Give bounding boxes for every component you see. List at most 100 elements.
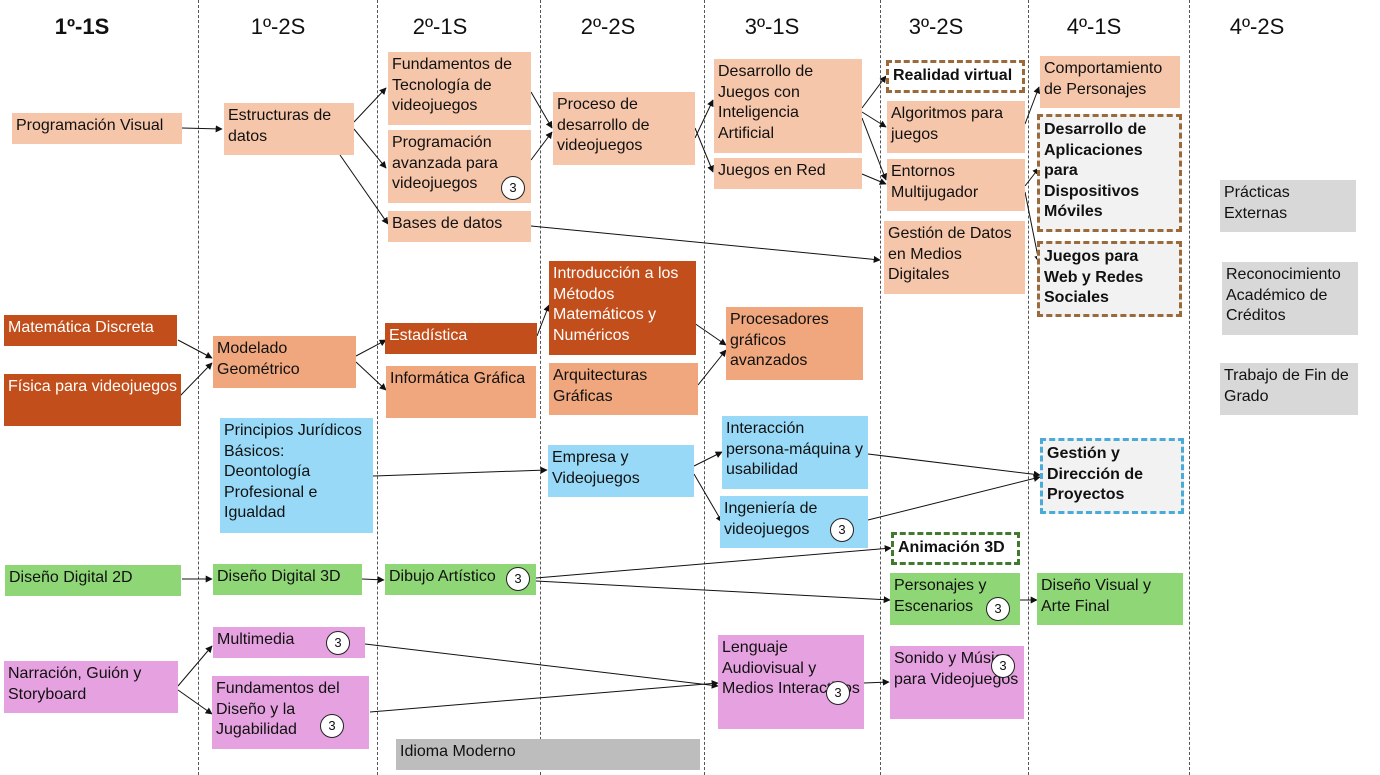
subject-realidad-virtual-elective: Realidad virtual [886,60,1025,93]
arrow [530,131,553,161]
column-header-1-1s: 1º-1S [54,14,110,39]
credit-badge: 3 [320,714,344,738]
subject-juegos-web-elective: Juegos para Web y Redes Sociales [1037,241,1182,317]
subject-label: Fundamentos del Diseño y la Jugabilidad [216,680,340,738]
arrow [179,362,213,397]
subject-animacion-3d-elective: Animación 3D [891,532,1020,565]
subject-estructuras-de-datos: Estructuras de datos [224,103,354,155]
subject-programacion-visual: Programación Visual [12,113,182,144]
credit-badge: 3 [991,654,1015,678]
credit-badge: 3 [986,597,1010,621]
subject-fisica-videojuegos: Física para videojuegos [4,374,181,426]
subject-bases-de-datos: Bases de datos [388,211,531,242]
subject-diseno-visual-arte-final: Diseño Visual y Arte Final [1037,573,1183,625]
column-header-2-1s: 2º-1S [412,14,468,39]
arrow [361,576,385,584]
arrow [1024,191,1042,263]
subject-comportamiento-personajes: Comportamiento de Personajes [1040,56,1180,108]
subject-gestion-datos-medios: Gestión de Datos en Medios Digitales [884,221,1025,294]
arrow [353,128,387,169]
subject-fundamentos-tecnologia: Fundamentos de Tecnología de videojuegos [388,52,531,125]
column-divider [704,0,705,775]
arrow [861,117,887,181]
arrow [863,678,890,686]
arrow [355,361,387,391]
arrow [355,339,387,357]
arrow [693,473,723,523]
arrow [1024,86,1041,125]
arrow [535,545,892,579]
credit-badge: 3 [506,567,530,591]
column-header-3-2s: 3º-2S [908,14,964,39]
subject-desarrollo-juegos-ia: Desarrollo de Juegos con Inteligencia Ar… [714,59,862,153]
arrow [372,466,548,477]
subject-juegos-en-red: Juegos en Red [714,158,862,189]
subject-idioma-moderno: Idioma Moderno [396,739,700,770]
arrow [693,451,723,467]
subject-estadistica: Estadística [385,323,537,354]
arrow [530,91,553,129]
arrow [369,680,719,713]
subject-procesadores-graficos: Procesadores gráficos avanzados [726,307,863,380]
column-header-1-2s: 1º-2S [250,14,306,39]
subject-multimedia: Multimedia 3 [213,627,365,658]
arrow [861,173,887,185]
subject-label: Sonido y Música para Videojuegos [894,650,1019,688]
credit-badge: 3 [501,176,525,200]
credit-badge: 3 [826,681,850,705]
arrow [1024,167,1040,187]
subject-lenguaje-audiovisual: Lenguaje Audiovisual y Medios Interactiv… [718,635,864,729]
subject-informatica-grafica: Informática Gráfica [386,366,536,418]
arrow [530,225,881,263]
subject-metodos-matematicos: Introducción a los Métodos Matemáticos y… [549,261,696,355]
credit-badge: 3 [830,518,854,542]
arrow [694,99,714,139]
arrow [177,689,213,715]
column-divider [1189,0,1190,775]
subject-label: Dibujo Artístico [389,568,496,585]
arrow [364,643,719,689]
subject-gestion-proyectos-elective: Gestión y Dirección de Proyectos [1040,438,1184,514]
arrow [536,304,550,337]
arrow [181,125,223,133]
column-divider [198,0,199,775]
arrow [697,349,727,386]
arrow [339,154,389,225]
subject-label: Ingeniería de videojuegos [724,500,818,538]
subject-reconocimiento-creditos: Reconocimiento Académico de Créditos [1222,262,1358,335]
column-header-2-2s: 2º-2S [580,14,636,39]
subject-arquitecturas-graficas: Arquitecturas Gráficas [549,363,698,415]
subject-dibujo-artistico: Dibujo Artístico 3 [385,564,536,595]
subject-label: Lenguaje Audiovisual y Medios Interactiv… [722,639,860,697]
subject-apps-moviles-elective: Desarrollo de Aplicaciones para Disposit… [1037,114,1182,232]
arrow [353,87,387,123]
column-header-4-2s: 4º-2S [1229,14,1285,39]
column-divider [540,0,541,775]
arrow [867,453,1041,478]
arrow [535,580,891,604]
subject-label: Multimedia [217,631,295,648]
subject-practicas-externas: Prácticas Externas [1220,180,1356,232]
credit-badge: 3 [326,631,350,655]
column-divider [880,0,881,775]
arrow [867,475,1041,521]
subject-diseno-digital-3d: Diseño Digital 3D [213,564,362,595]
column-header-4-1s: 4º-1S [1066,14,1122,39]
arrow [861,75,887,109]
column-divider [1028,0,1029,775]
subject-empresa-videojuegos: Empresa y Videojuegos [548,445,694,497]
arrow [177,339,213,359]
arrow [177,645,213,687]
subject-interaccion-persona-maquina: Interacción persona-máquina y usabilidad [722,416,868,489]
column-header-3-1s: 3º-1S [744,14,800,39]
arrow [694,127,714,173]
subject-diseno-digital-2d: Diseño Digital 2D [5,565,181,596]
subject-ingenieria-videojuegos: Ingeniería de videojuegos 3 [720,496,868,548]
subject-algoritmos-para-juegos: Algoritmos para juegos [887,101,1025,153]
subject-principios-juridicos: Principios Jurídicos Básicos: Deontologí… [220,418,373,533]
